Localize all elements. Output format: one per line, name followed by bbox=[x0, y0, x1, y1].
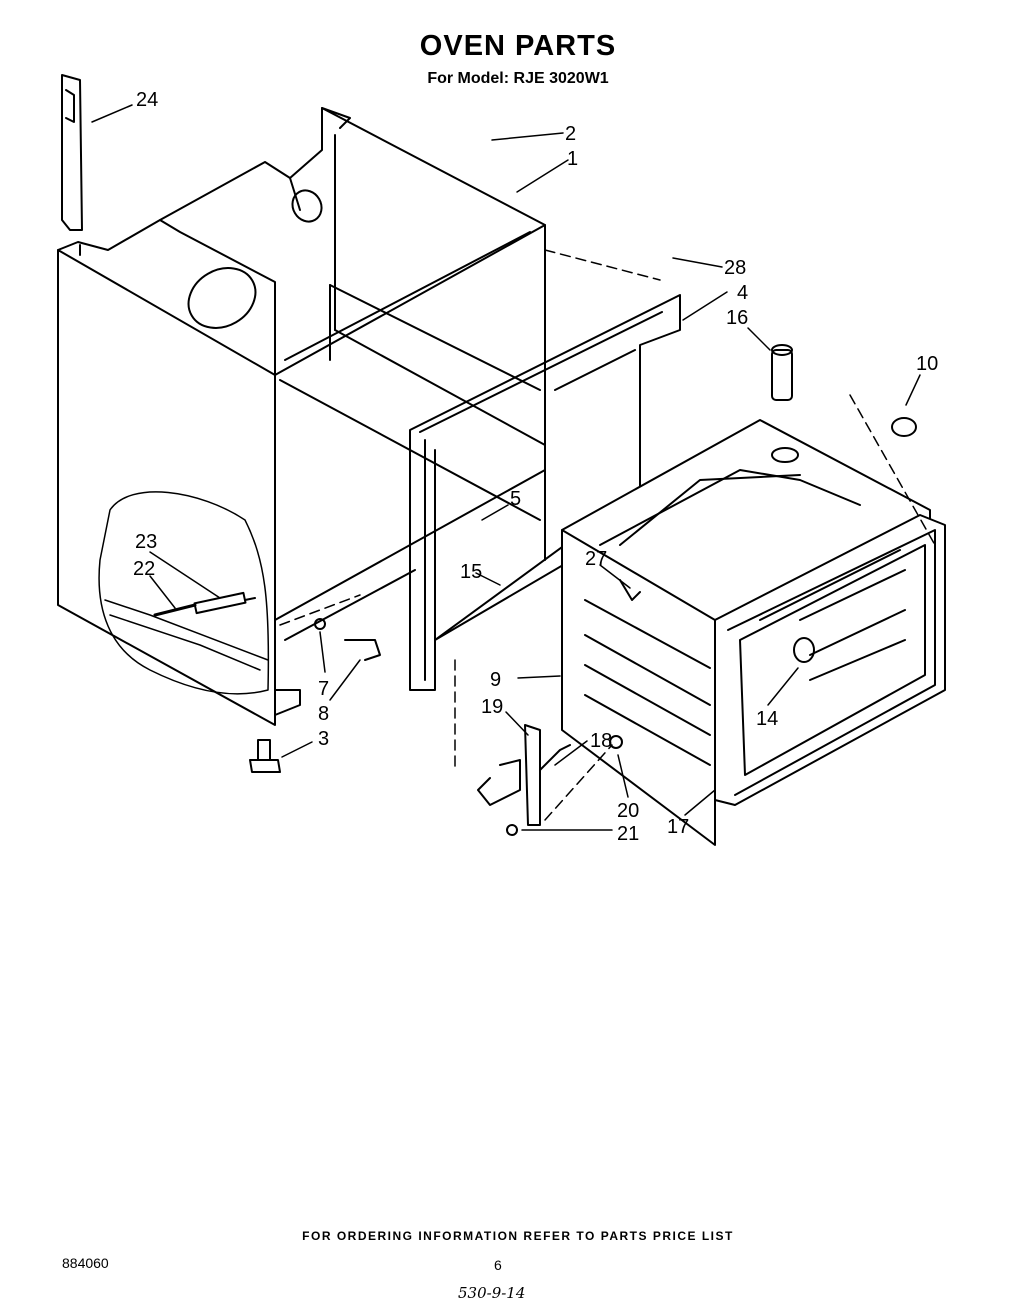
callout-3: 3 bbox=[318, 728, 329, 750]
model-subtitle: For Model: RJE 3020W1 bbox=[427, 70, 609, 87]
callout-18: 18 bbox=[590, 730, 612, 752]
callout-24: 24 bbox=[136, 89, 158, 111]
callout-4: 4 bbox=[737, 282, 748, 304]
callout-23: 23 bbox=[135, 531, 157, 553]
callout-1: 1 bbox=[567, 148, 578, 170]
callout-2: 2 bbox=[565, 123, 576, 145]
page-title: OVEN PARTS bbox=[419, 30, 617, 62]
callout-17: 17 bbox=[667, 816, 689, 838]
oven-liner-drawing bbox=[561, 344, 946, 846]
document-number: 884060 bbox=[62, 1255, 109, 1271]
cabinet-drawing bbox=[57, 107, 546, 726]
hardware-drawing bbox=[249, 618, 623, 836]
callout-22: 22 bbox=[133, 558, 155, 580]
callout-9: 9 bbox=[490, 669, 501, 691]
handwritten-note: 530-9-14 bbox=[458, 1284, 526, 1302]
callout-15: 15 bbox=[460, 561, 482, 583]
callout-5: 5 bbox=[510, 488, 521, 510]
callout-10: 10 bbox=[916, 353, 938, 375]
callout-19: 19 bbox=[481, 696, 503, 718]
callout-28: 28 bbox=[724, 257, 746, 279]
callout-16: 16 bbox=[726, 307, 748, 329]
callout-27: 27 bbox=[585, 548, 607, 570]
callout-labels: 24 2 1 28 4 16 10 5 15 23 22 27 7 8 3 9 … bbox=[133, 89, 938, 845]
callout-7: 7 bbox=[318, 678, 329, 700]
ordering-note: FOR ORDERING INFORMATION REFER TO PARTS … bbox=[302, 1229, 734, 1243]
callout-21: 21 bbox=[617, 823, 639, 845]
callout-8: 8 bbox=[318, 703, 329, 725]
callout-20: 20 bbox=[617, 800, 639, 822]
assembly-lines bbox=[279, 249, 936, 821]
side-trim-drawing bbox=[61, 74, 83, 231]
page-number: 6 bbox=[494, 1257, 502, 1273]
callout-14: 14 bbox=[756, 708, 778, 730]
leader-lines bbox=[91, 104, 921, 831]
